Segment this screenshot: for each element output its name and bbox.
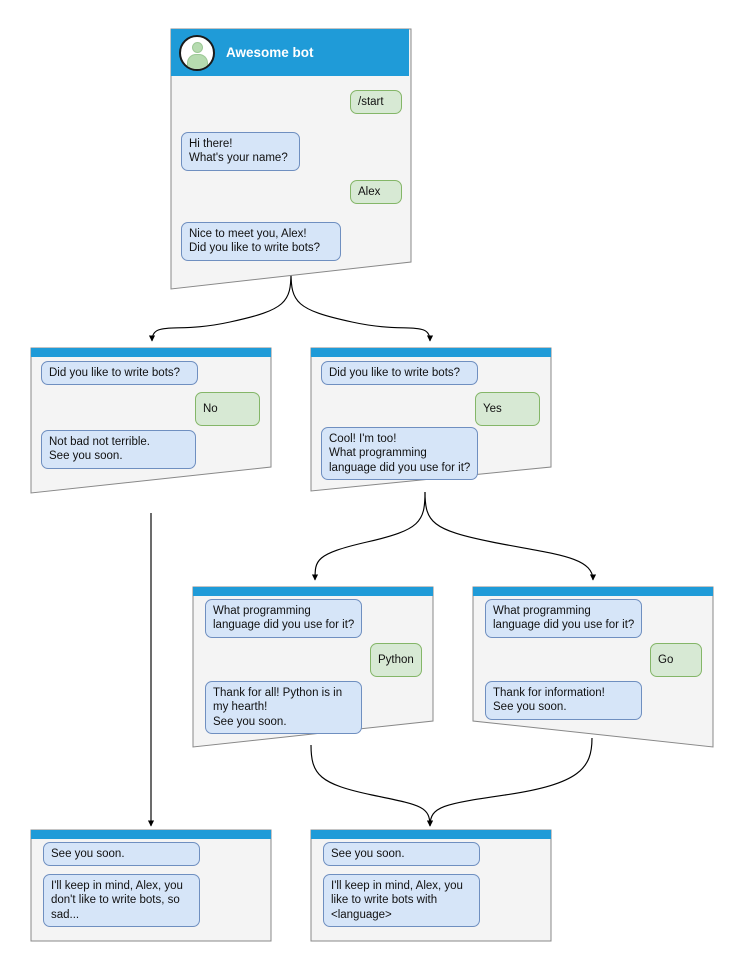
edge-python-to-end-happy <box>310 744 434 827</box>
person-avatar-icon <box>179 34 215 71</box>
message-bubble-bot: Did you like to write bots? <box>321 361 478 386</box>
message-bubble-user: No <box>195 392 260 427</box>
message-bubble-bot: Thank for all! Python is in my hearth! S… <box>205 681 362 735</box>
message-bubble-bot: What programming language did you use fo… <box>205 599 362 638</box>
edge-yes-to-python <box>311 491 426 581</box>
node-python-branch-card[interactable]: What programming language did you use fo… <box>192 586 434 748</box>
message-bubble-user: Yes <box>475 392 540 427</box>
card-header-strip <box>311 348 551 357</box>
message-bubble-bot: Nice to meet you, Alex! Did you like to … <box>181 222 341 261</box>
avatar-body <box>186 53 208 69</box>
message-bubble-bot: Hi there! What's your name? <box>181 132 300 171</box>
root-card-header: Awesome bot <box>171 29 409 76</box>
message-bubble-user: Alex <box>350 180 402 205</box>
message-bubble-user: Go <box>650 643 702 678</box>
node-end-happy-card[interactable]: See you soon. I'll keep in mind, Alex, y… <box>310 829 552 942</box>
node-end-sad-card[interactable]: See you soon. I'll keep in mind, Alex, y… <box>30 829 272 942</box>
node-yes-branch-card[interactable]: Did you like to write bots? Yes Cool! I'… <box>310 347 552 492</box>
node-go-branch-card[interactable]: What programming language did you use fo… <box>472 586 714 748</box>
page-title: Awesome bot <box>226 45 314 60</box>
message-bubble-bot: Thank for information! See you soon. <box>485 681 642 720</box>
message-bubble-bot: Did you like to write bots? <box>41 361 198 386</box>
message-bubble-user: Python <box>370 643 422 678</box>
card-header-strip <box>473 587 713 596</box>
message-bubble-user: /start <box>350 90 402 115</box>
message-bubble-bot: See you soon. <box>323 842 480 867</box>
message-bubble-bot: I'll keep in mind, Alex, you like to wri… <box>323 874 480 928</box>
node-root-card[interactable]: Awesome bot /start Hi there! What's your… <box>170 28 412 290</box>
message-bubble-bot: See you soon. <box>43 842 200 867</box>
avatar-head <box>191 41 203 53</box>
node-no-branch-card[interactable]: Did you like to write bots? No Not bad n… <box>30 347 272 494</box>
card-header-strip <box>193 587 433 596</box>
card-header-strip <box>311 830 551 839</box>
card-header-strip <box>31 348 271 357</box>
message-bubble-bot: Cool! I'm too! What programming language… <box>321 427 478 481</box>
message-bubble-bot: I'll keep in mind, Alex, you don't like … <box>43 874 200 928</box>
edge-yes-to-go <box>424 491 597 581</box>
message-bubble-bot: Not bad not terrible. See you soon. <box>41 430 196 469</box>
edge-go-to-end-happy <box>426 737 593 827</box>
card-header-strip <box>31 830 271 839</box>
message-bubble-bot: What programming language did you use fo… <box>485 599 642 638</box>
